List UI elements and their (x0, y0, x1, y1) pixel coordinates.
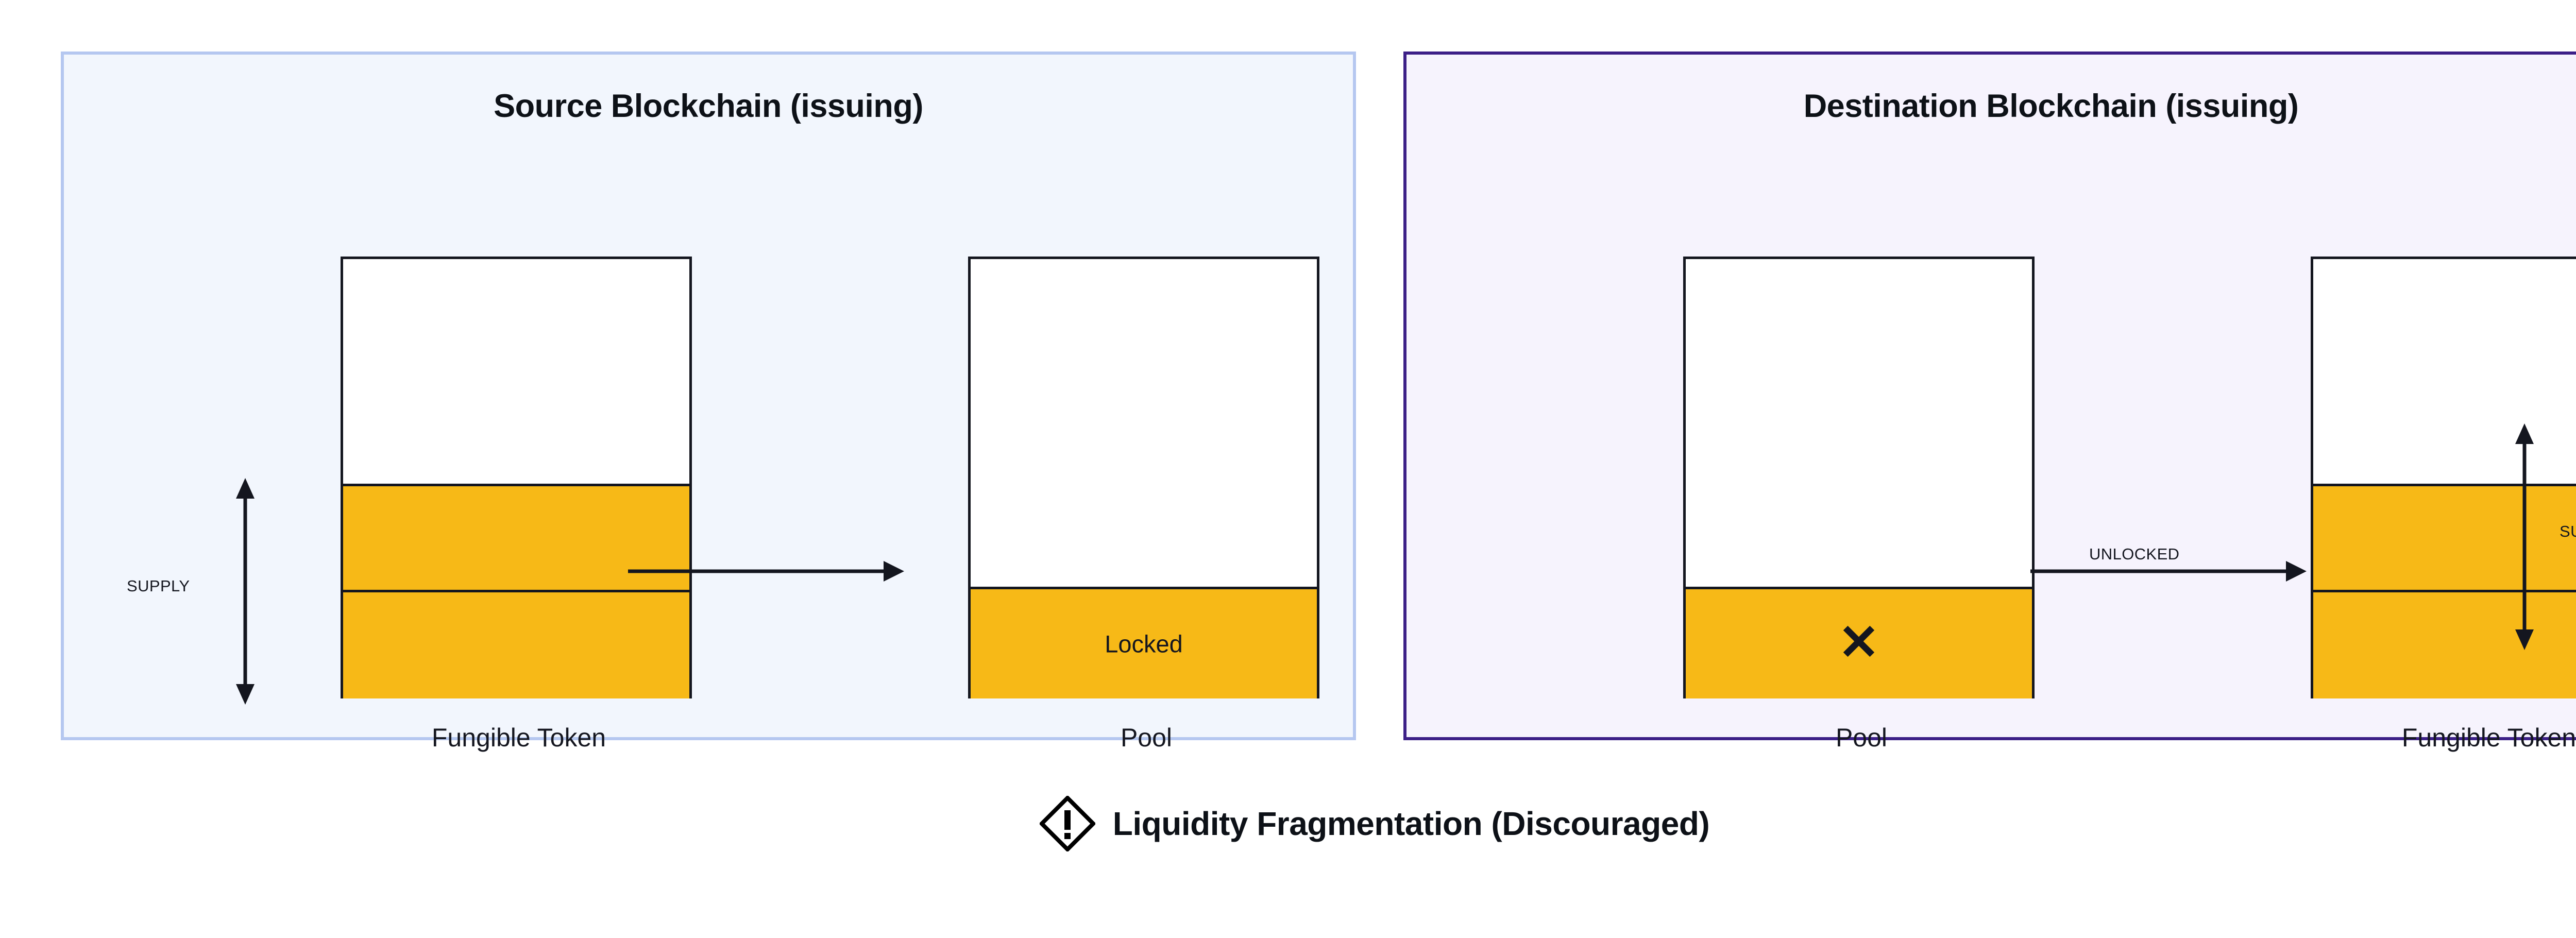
destination-blockchain-panel: Destination Blockchain (issuing) ✕ Pool … (1403, 52, 2576, 752)
footer-label: Liquidity Fragmentation (Discouraged) (1112, 805, 1710, 842)
destination-token-segment-upper (2313, 484, 2576, 590)
lock-flow-arrow-icon (628, 558, 906, 587)
destination-pool-caption: Pool (1835, 723, 1888, 752)
destination-supply-label: SUPPLY (2560, 522, 2576, 540)
source-pool-locked-label: Locked (1105, 630, 1183, 658)
source-fungible-token-caption: Fungible Token (431, 723, 606, 752)
destination-fungible-token-bar: Fungible Token (2311, 257, 2576, 752)
footer-note: Liquidity Fragmentation (Discouraged) (0, 795, 2576, 852)
destination-panel-title: Destination Blockchain (issuing) (1803, 88, 2299, 124)
source-pool-locked-segment: Locked (971, 587, 1317, 698)
cross-x-icon: ✕ (1838, 615, 1880, 671)
destination-pool-blocked-segment: ✕ (1686, 587, 2032, 698)
destination-fungible-token-caption: Fungible Token (2401, 723, 2576, 752)
source-panel-title: Source Blockchain (issuing) (494, 88, 923, 124)
destination-token-segment-lower (2313, 590, 2576, 698)
supply-double-arrow-icon (230, 478, 261, 707)
unlocked-flow-label: UNLOCKED (2089, 545, 2180, 563)
source-token-segment-lower (343, 590, 689, 698)
source-pool-bar: Locked Pool (968, 257, 1319, 752)
supply-double-arrow-icon (2509, 423, 2540, 653)
warning-diamond-icon (1039, 795, 1096, 852)
unlock-flow-arrow-icon (2030, 558, 2309, 587)
source-supply-label: SUPPLY (127, 577, 190, 595)
source-blockchain-panel: Source Blockchain (issuing) SUPPLY Fungi… (61, 52, 1356, 752)
source-pool-caption: Pool (1120, 723, 1173, 752)
destination-pool-bar: ✕ Pool (1683, 257, 2035, 752)
source-fungible-token-bar: Fungible Token (341, 257, 692, 752)
